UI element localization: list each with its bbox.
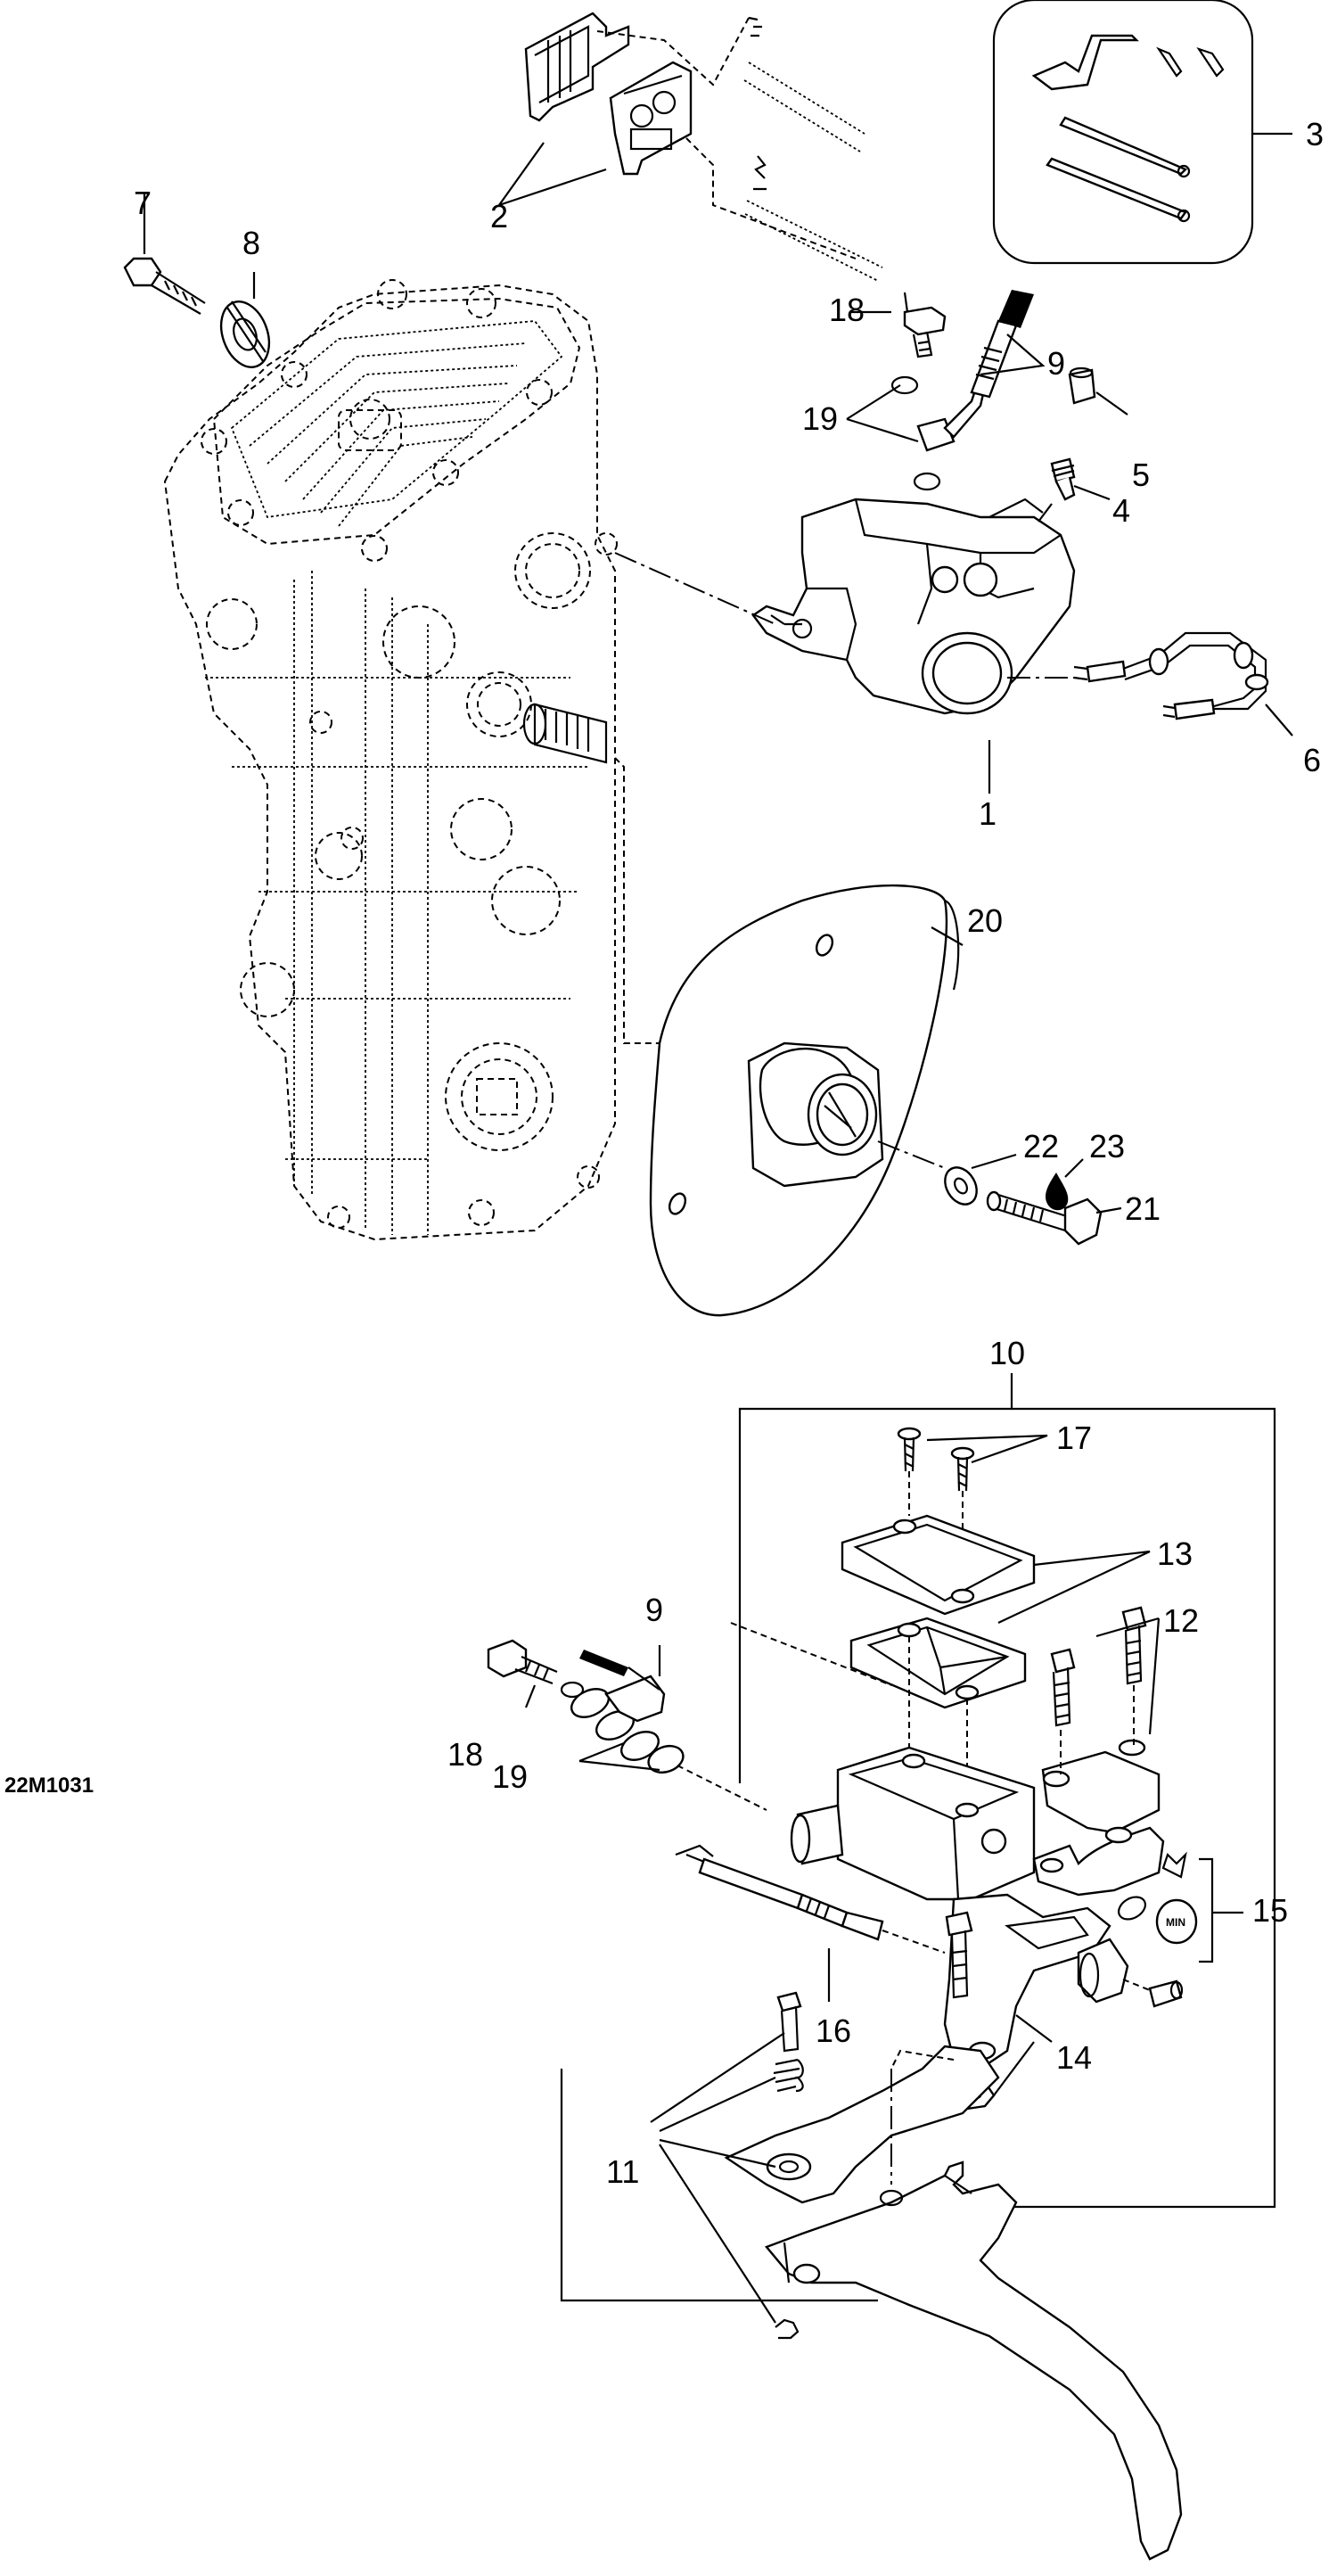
cover-axis	[908, 1636, 968, 1765]
brake-caliper	[751, 498, 1076, 715]
master-cylinder-body	[790, 1739, 1165, 2070]
clamp-screws-12	[1050, 1606, 1161, 1735]
callout-6: 6	[1303, 742, 1321, 778]
clip-pin-kit	[992, 0, 1292, 265]
bolt-21	[986, 1190, 1103, 1246]
callout-14: 14	[1056, 2039, 1092, 2076]
callout-19-top: 19	[802, 400, 838, 437]
brake-pads	[524, 12, 693, 176]
leader-22	[971, 1153, 1017, 1170]
callout-9-bottom: 9	[645, 1592, 663, 1628]
leader-9-top	[980, 333, 1046, 376]
pad-pins	[596, 16, 883, 282]
leader-5	[1095, 391, 1128, 416]
callout-16: 16	[816, 2012, 851, 2049]
leader-2	[498, 142, 607, 207]
master-cylinder-frame	[560, 1373, 1276, 2302]
brake-switch-16	[675, 1844, 884, 2002]
callout-1: 1	[979, 795, 997, 832]
callout-23: 23	[1089, 1128, 1125, 1165]
callout-17: 17	[1056, 1420, 1092, 1456]
brake-disc	[649, 884, 960, 1317]
callout-3: 3	[1306, 116, 1324, 152]
brake-line-6	[1073, 631, 1293, 737]
callout-19-bottom: 19	[492, 1758, 528, 1795]
reservoir-cover-13	[841, 1514, 1151, 1709]
callout-12: 12	[1163, 1602, 1199, 1639]
threadlocker-drop-icon	[1046, 1173, 1069, 1211]
callout-22: 22	[1023, 1128, 1059, 1165]
caliper-banjo-fitting	[851, 290, 1034, 491]
callout-18-bottom: 18	[447, 1736, 483, 1773]
callout-20: 20	[967, 902, 1003, 939]
callout-4: 4	[1112, 492, 1130, 529]
reservoir-cap-15: MIN	[1117, 1851, 1243, 1963]
callout-8: 8	[242, 225, 260, 261]
callout-2: 2	[490, 198, 508, 235]
callout-15: 15	[1252, 1892, 1288, 1929]
switch-axis	[882, 1930, 946, 1954]
pivot-parts-11	[650, 1991, 804, 2340]
callout-11: 11	[606, 2153, 639, 2190]
callout-9-top: 9	[1047, 345, 1065, 382]
callout-18-top: 18	[829, 292, 865, 328]
banjo-axis	[677, 1765, 767, 1811]
washer-22	[944, 1166, 978, 1206]
centerline-disc-bolt	[877, 1140, 946, 1169]
bolt-7-washer-8	[123, 192, 271, 368]
master-banjo-fitting	[487, 1639, 685, 1774]
leader-23	[1064, 1158, 1084, 1178]
leader-21	[1095, 1206, 1122, 1214]
gearbox-housing	[163, 279, 618, 1241]
figure-code: 22M1031	[4, 1774, 94, 1798]
dust-boot	[1077, 1938, 1184, 2008]
pivot-axis-left	[890, 2049, 955, 2070]
screws-17	[897, 1427, 1048, 1492]
boot-axis	[1122, 1979, 1151, 1991]
callout-7: 7	[134, 185, 152, 221]
reservoir-cap-min-label: MIN	[1166, 1916, 1185, 1929]
bleeder-5-4	[1050, 366, 1096, 501]
leader-20	[931, 926, 964, 946]
clamp-axis	[1060, 1685, 1135, 1774]
callout-10: 10	[989, 1335, 1025, 1371]
callout-5: 5	[1132, 457, 1150, 493]
reservoir-axis	[730, 1622, 892, 1686]
leader-4	[1073, 484, 1111, 501]
dash-shaft-disc	[614, 757, 660, 1044]
callout-21: 21	[1125, 1190, 1161, 1227]
centerline-caliper	[614, 552, 776, 625]
callout-13: 13	[1157, 1535, 1193, 1572]
leader-19-top	[846, 384, 919, 443]
brake-lever	[724, 2045, 1183, 2561]
